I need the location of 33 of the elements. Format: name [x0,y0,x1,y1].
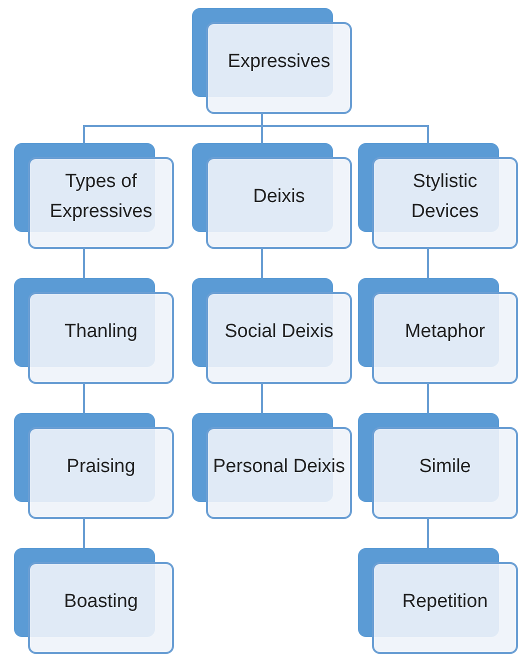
connector-line [83,519,85,548]
connector-line [83,249,85,278]
node-card [358,278,518,384]
node-label: Deixis [253,185,305,209]
node-label: Social Deixis [224,320,334,344]
node-card [358,143,518,249]
connector-line [427,249,429,278]
node-label: Praising [66,455,136,479]
connector-line [261,384,263,413]
node-card [358,413,518,519]
node-label: Thanling [64,320,138,344]
connector-line [261,114,429,143]
node-card [14,278,174,384]
node-card [358,548,518,654]
connector-line [427,384,429,413]
node-label: Types of Expressives [48,170,154,224]
node-card [14,548,174,654]
node-label: Personal Deixis [213,455,345,479]
connector-line [261,249,263,278]
node-label: Stylistic Devices [410,170,480,224]
node-card [192,413,352,519]
connector-line [427,519,429,548]
node-card [192,143,352,249]
node-label: Repetition [402,590,488,614]
node-label: Simile [419,455,471,479]
node-label: Metaphor [404,320,486,344]
node-card [192,278,352,384]
node-card [14,413,174,519]
node-card [14,143,174,249]
node-label: Expressives [228,50,330,74]
node-card [192,8,352,114]
node-label: Boasting [64,590,138,614]
connector-line [83,384,85,413]
